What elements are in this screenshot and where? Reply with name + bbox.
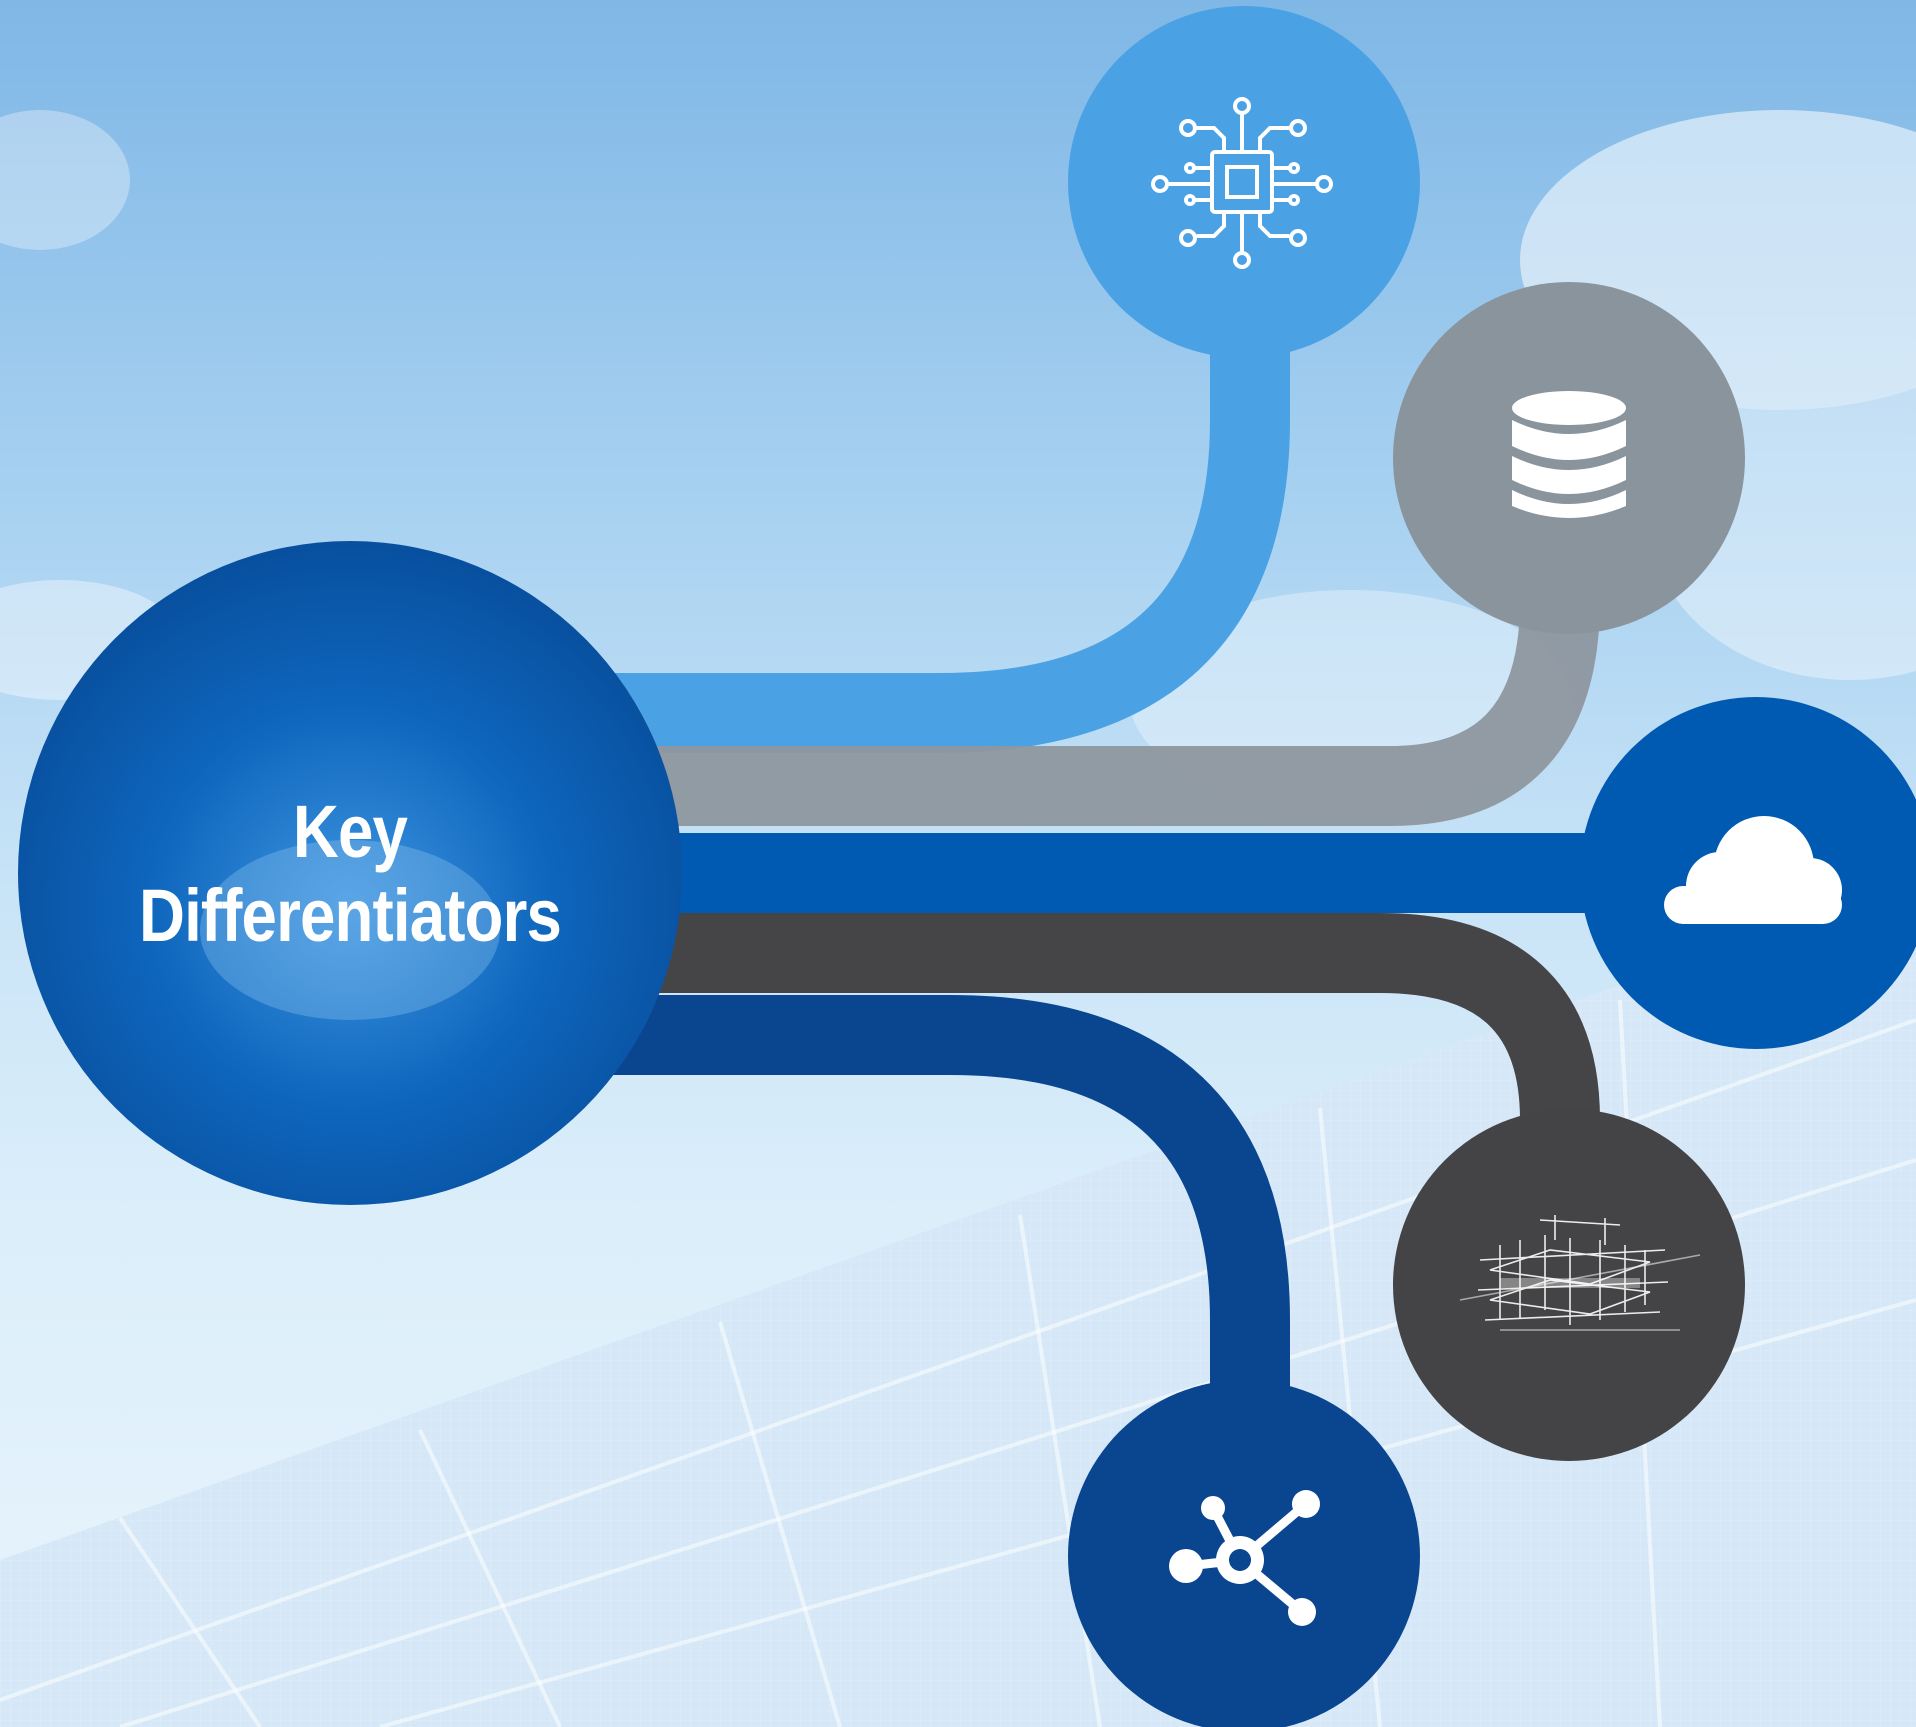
node-cloud	[1580, 697, 1916, 1049]
wireframe-structure-icon	[1459, 1215, 1701, 1331]
hub-title: Key Differentiators	[83, 790, 616, 958]
node-network	[1068, 1380, 1420, 1727]
hub-glow	[200, 840, 500, 1020]
connector-structure	[560, 913, 1600, 1160]
network-hub-icon	[1169, 1490, 1320, 1626]
cloud-icon	[1664, 816, 1842, 924]
node-structure	[1393, 1109, 1745, 1461]
connector-network	[540, 995, 1290, 1400]
processor-chip-icon	[1151, 97, 1333, 269]
node-database	[1393, 282, 1745, 634]
hub-title-line2: Differentiators	[138, 874, 562, 957]
connector-chip	[540, 320, 1290, 753]
solar-panel-background	[0, 880, 1916, 1727]
database-icon	[1512, 391, 1626, 518]
hub-circle	[18, 541, 682, 1205]
node-chip	[1068, 6, 1420, 358]
hub-title-line1: Key	[292, 790, 408, 873]
